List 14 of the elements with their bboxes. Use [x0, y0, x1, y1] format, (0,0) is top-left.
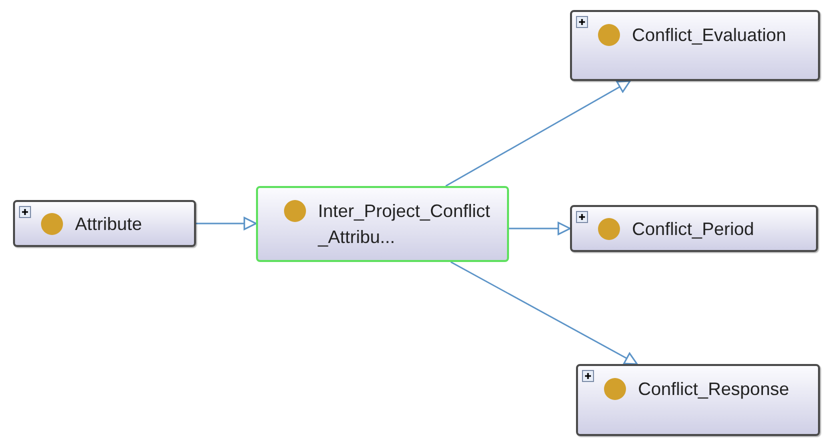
- class-box: [570, 205, 818, 252]
- arrow: [196, 216, 257, 230]
- class-box: [576, 364, 820, 436]
- selected-class-box: [256, 186, 509, 262]
- arrow: [509, 222, 571, 236]
- arrow: [450, 261, 638, 365]
- class-name: Conflict_Evaluation: [632, 24, 788, 47]
- class-name: Conflict_Period: [632, 218, 756, 240]
- class-name: Attribute: [75, 212, 144, 236]
- class-name: Conflict_Response: [638, 378, 790, 401]
- arrow: [445, 80, 631, 187]
- class-box: [13, 200, 196, 247]
- class-box: [570, 10, 820, 81]
- class-name: Inter_Project_Conflict_Attribu...: [318, 200, 492, 249]
